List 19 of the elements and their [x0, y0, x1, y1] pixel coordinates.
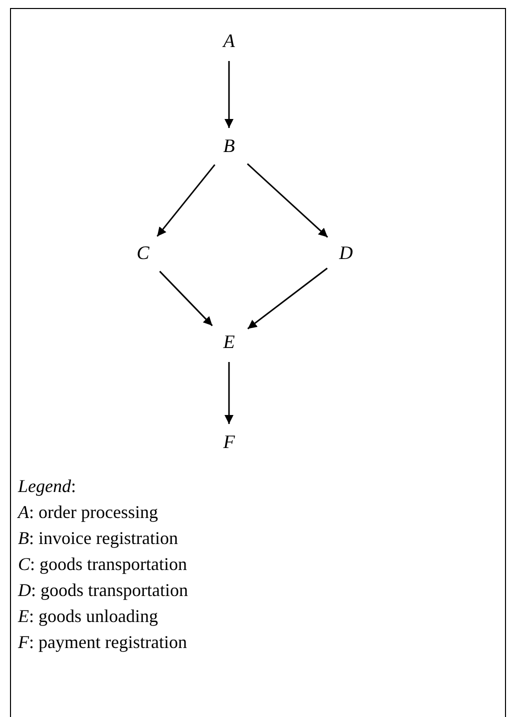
arrow: [156, 164, 216, 237]
node-letter: F: [215, 430, 243, 456]
arrow: [246, 163, 328, 238]
arrow: [159, 270, 213, 326]
arrow: [247, 268, 328, 330]
legend-entry: A: order processing: [18, 502, 158, 523]
legend-entry: E: goods unloading: [18, 606, 158, 627]
legend-entry: D: goods transportation: [18, 580, 188, 601]
node-letter: D: [332, 241, 360, 267]
node-letter: B: [215, 134, 243, 160]
node-letter: E: [215, 330, 243, 356]
legend-heading: Legend:: [18, 476, 76, 497]
node-letter: C: [129, 241, 157, 267]
legend-entry: F: payment registration: [18, 632, 187, 653]
node-letter: A: [215, 29, 243, 55]
arrow: [224, 362, 234, 424]
legend-entry: C: goods transportation: [18, 554, 187, 575]
legend-entry: B: invoice registration: [18, 528, 178, 549]
arrow: [224, 61, 234, 128]
